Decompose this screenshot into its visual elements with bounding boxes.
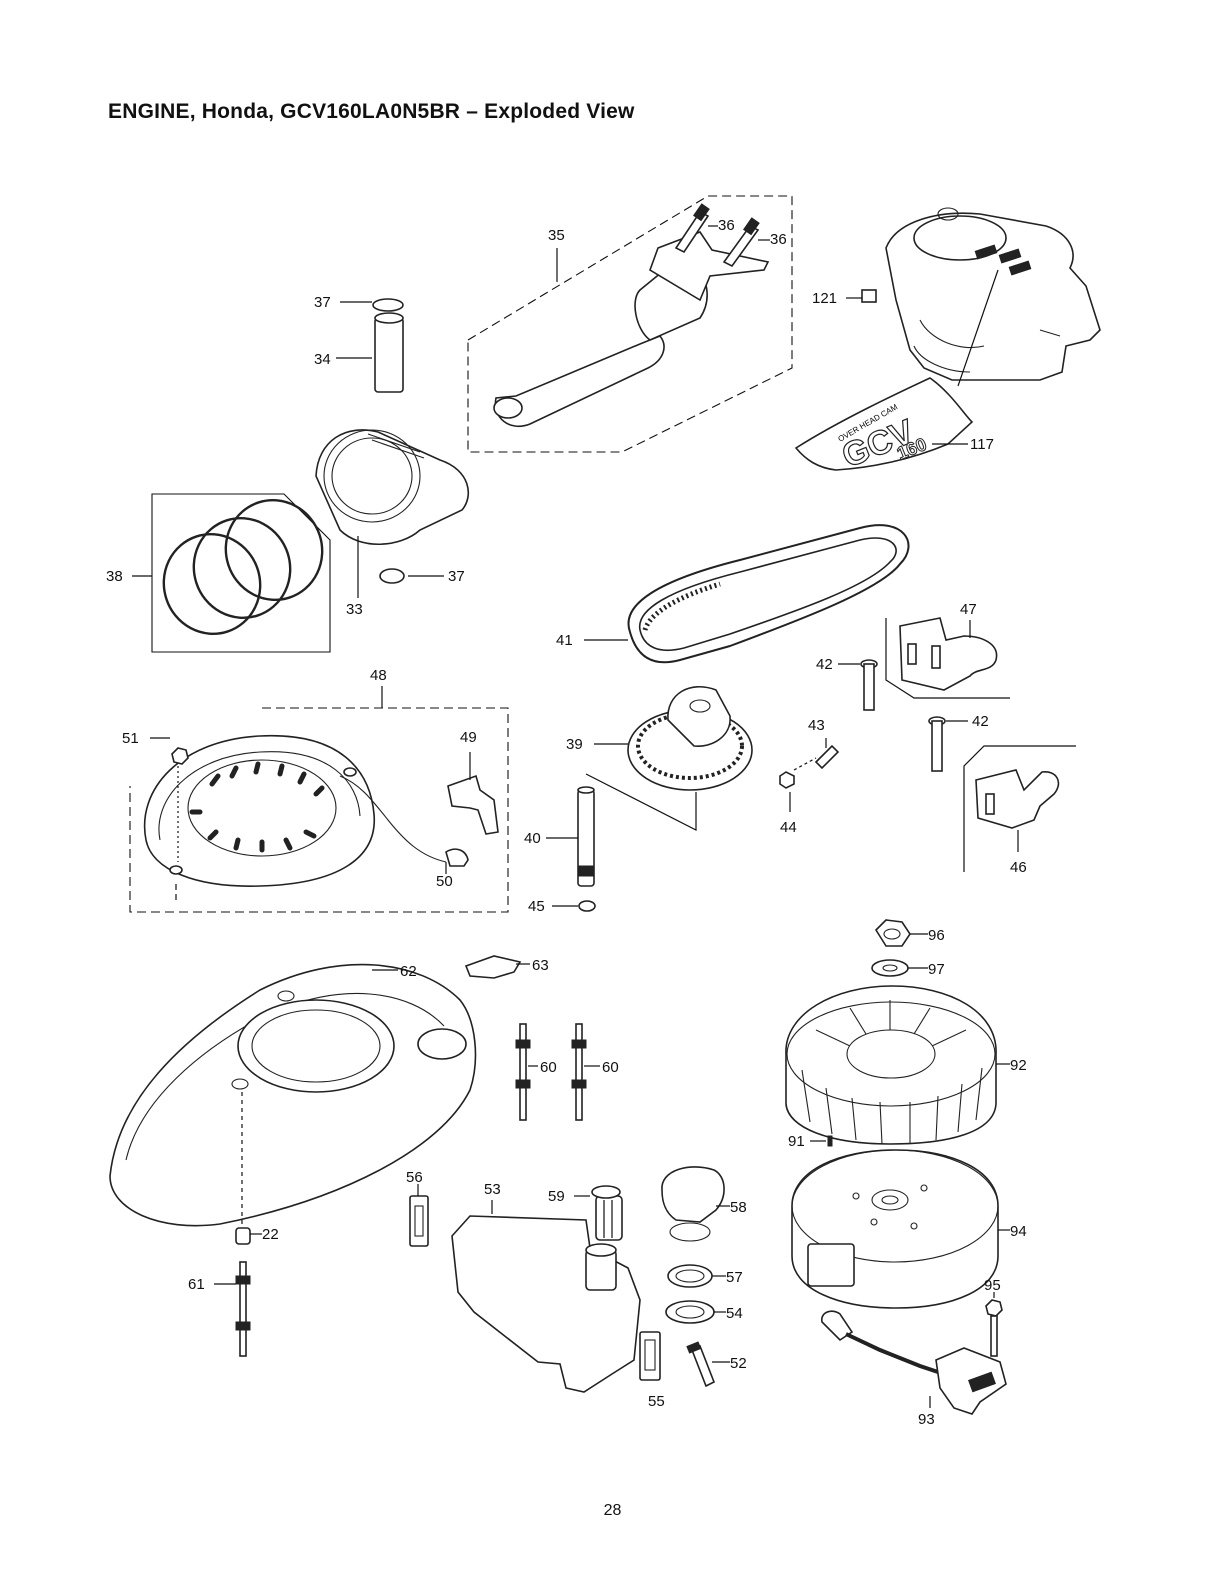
flywheel-nut (876, 920, 928, 946)
camshaft-pulley (586, 687, 752, 830)
callout-93: 93 (918, 1411, 935, 1428)
stud-bolt-b (572, 1024, 600, 1120)
callout-44: 44 (780, 819, 797, 836)
callout-94: 94 (1010, 1223, 1027, 1240)
callout-52: 52 (730, 1355, 747, 1372)
callout-36b: 36 (770, 231, 787, 248)
callout-92: 92 (1010, 1057, 1027, 1074)
callout-57: 57 (726, 1269, 743, 1286)
callout-91: 91 (788, 1133, 805, 1150)
callout-46: 46 (1010, 859, 1027, 876)
cooling-fan (786, 986, 1010, 1144)
piston-ring-set (132, 488, 335, 652)
engine-assembly (846, 208, 1100, 386)
callout-55: 55 (648, 1393, 665, 1410)
fan-cover-grommet (236, 1228, 262, 1244)
fuel-cap (662, 1167, 730, 1241)
callout-117: 117 (970, 436, 994, 453)
callout-33: 33 (346, 601, 363, 618)
callout-45: 45 (528, 898, 545, 915)
piston-pin-clip (380, 569, 444, 583)
callout-60b: 60 (602, 1059, 619, 1076)
callout-39: 39 (566, 736, 583, 753)
connecting-rod-group (468, 196, 792, 452)
callout-49: 49 (460, 729, 477, 746)
callout-41: 41 (556, 632, 573, 649)
callout-96: 96 (928, 927, 945, 944)
callout-37b: 37 (448, 568, 465, 585)
timing-belt (584, 525, 909, 662)
stud-bolt-a (516, 1024, 538, 1120)
rocker-pivot-upper (838, 660, 877, 710)
callout-54: 54 (726, 1305, 743, 1322)
callout-58: 58 (730, 1199, 747, 1216)
callout-51: 51 (122, 730, 139, 747)
tank-seal (666, 1301, 726, 1323)
tank-bolt (687, 1342, 730, 1386)
fan-cover-bolt (214, 1262, 250, 1356)
flywheel-key (810, 1136, 832, 1146)
callout-62: 62 (400, 963, 417, 980)
flywheel-washer (872, 960, 928, 976)
callout-121: 121 (812, 290, 837, 307)
callout-37a: 37 (314, 294, 331, 311)
callout-53: 53 (484, 1181, 501, 1198)
callout-48: 48 (370, 667, 387, 684)
ignition-coil-bolt (986, 1292, 1002, 1356)
callout-22: 22 (262, 1226, 279, 1243)
callout-35: 35 (548, 227, 565, 244)
callout-61: 61 (188, 1276, 205, 1293)
callout-63: 63 (532, 957, 549, 974)
ignition-coil (822, 1311, 1006, 1414)
fan-cover (110, 965, 475, 1226)
callout-60a: 60 (540, 1059, 557, 1076)
gcv-decal: OVER HEAD CAM GCV 160 (796, 378, 972, 475)
callout-97: 97 (928, 961, 945, 978)
adjusting-screw (780, 738, 838, 812)
callout-36a: 36 (718, 217, 735, 234)
callout-43: 43 (808, 717, 825, 734)
callout-56: 56 (406, 1169, 423, 1186)
tank-collar (668, 1265, 726, 1287)
callout-34: 34 (314, 351, 331, 368)
callout-47: 47 (960, 601, 977, 618)
camshaft (546, 787, 595, 911)
page-number: 28 (0, 1502, 1225, 1520)
rocker-arm-lower (964, 746, 1076, 872)
callout-38: 38 (106, 568, 123, 585)
rocker-arm-upper (886, 618, 1010, 698)
rocker-pivot-lower (929, 717, 968, 771)
callout-42a: 42 (816, 656, 833, 673)
callout-50: 50 (436, 873, 453, 890)
callout-42b: 42 (972, 713, 989, 730)
piston-pin-group (336, 299, 403, 392)
callout-95: 95 (984, 1277, 1001, 1294)
cover-clip (466, 956, 530, 978)
callout-40: 40 (524, 830, 541, 847)
callout-59: 59 (548, 1188, 565, 1205)
flywheel (792, 1150, 1010, 1308)
tank-mount-pad-lower (640, 1332, 660, 1380)
tank-mount-pad-upper (410, 1184, 428, 1246)
